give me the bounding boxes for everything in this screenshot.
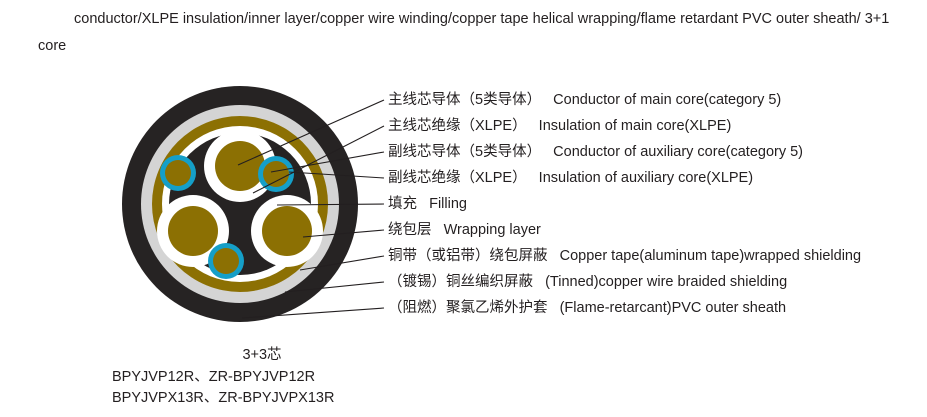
leader-line-main-insulation [252,125,385,194]
main-core-top [204,130,276,202]
callout-label-en: Conductor of auxiliary core(category 5) [553,144,804,160]
callout-outer-sheath: （阻燃）聚氯乙烯外护套 (Flame-retarcant)PVC outer s… [388,295,786,321]
auxiliary-core-conductor [263,161,289,187]
callout-copper-tape-shielding: 铜带（或铝带）绕包屏蔽 Copper tape(aluminum tape)wr… [388,243,861,269]
auxiliary-core-right [258,156,294,192]
leader-line-auxiliary-conductor [270,151,385,173]
callout-label-en: Conductor of main core(category 5) [553,92,782,108]
callout-label-en: (Flame-retarcant)PVC outer sheath [559,300,787,316]
callout-label-cn: 填充 [388,196,417,212]
main-core-bottom-right [251,195,323,267]
callout-braided-shielding: （镀锡）铜丝编织屏蔽 (Tinned)copper wire braided s… [388,269,787,295]
main-core-bottom-left [157,195,229,267]
callout-label-en: Filling [429,196,467,212]
header-description-text: conductor/XLPE insulation/inner layer/co… [38,11,890,54]
leader-line-auxiliary-insulation [288,171,385,179]
leader-line-main-conductor [237,99,385,166]
callout-wrapping-layer: 绕包层 Wrapping layer [388,217,541,243]
cable-caption: 3+3芯 BPYJVP12R、ZR-BPYJVP12R BPYJVPX13R、Z… [112,345,412,409]
callout-auxiliary-insulation: 副线芯绝缘（XLPE） Insulation of auxiliary core… [388,165,753,191]
callout-label-en: (Tinned)copper wire braided shielding [545,274,788,290]
model-number-line-2: BPYJVPX13R、ZR-BPYJVPX13R [112,390,335,406]
auxiliary-core-left [160,155,196,191]
main-core-conductor [262,206,312,256]
leader-line-wrapping-layer [302,229,385,238]
callout-label-en: Insulation of main core(XLPE) [538,118,732,134]
callout-label-en: Wrapping layer [443,222,541,238]
leader-line-copper-tape [299,255,385,271]
main-core-conductor [168,206,218,256]
auxiliary-core-bottom [208,243,244,279]
callout-label-cn: 副线芯导体（5类导体） [388,144,542,160]
auxiliary-core-conductor [165,160,191,186]
leader-line-outer-sheath [241,307,385,319]
auxiliary-core-conductor [213,248,239,274]
callout-label-cn: 副线芯绝缘（XLPE） [388,170,527,186]
main-core-conductor [215,141,265,191]
model-number-line-1: BPYJVP12R、ZR-BPYJVP12R [112,369,316,385]
core-count-label: 3+3芯 [242,347,282,363]
callout-label-cn: 铜带（或铝带）绕包屏蔽 [388,248,548,264]
callout-auxiliary-conductor: 副线芯导体（5类导体） Conductor of auxiliary core(… [388,139,803,165]
callout-main-conductor: 主线芯导体（5类导体） Conductor of main core(categ… [388,87,781,113]
callout-label-cn: （镀锡）铜丝编织屏蔽 [388,274,533,290]
callout-label-cn: 主线芯绝缘（XLPE） [388,118,527,134]
callout-label-en: Copper tape(aluminum tape)wrapped shield… [559,248,862,264]
callout-label-en: Insulation of auxiliary core(XLPE) [538,170,754,186]
callout-label-cn: 绕包层 [388,222,432,238]
callout-label-cn: 主线芯导体（5类导体） [388,92,542,108]
leader-line-filling [276,203,385,206]
header-description: conductor/XLPE insulation/inner layer/co… [38,6,914,60]
callout-main-insulation: 主线芯绝缘（XLPE） Insulation of main core(XLPE… [388,113,731,139]
callout-label-cn: （阻燃）聚氯乙烯外护套 [388,300,548,316]
callout-filling: 填充 Filling [388,191,467,217]
leader-line-braided-shielding [284,281,385,293]
